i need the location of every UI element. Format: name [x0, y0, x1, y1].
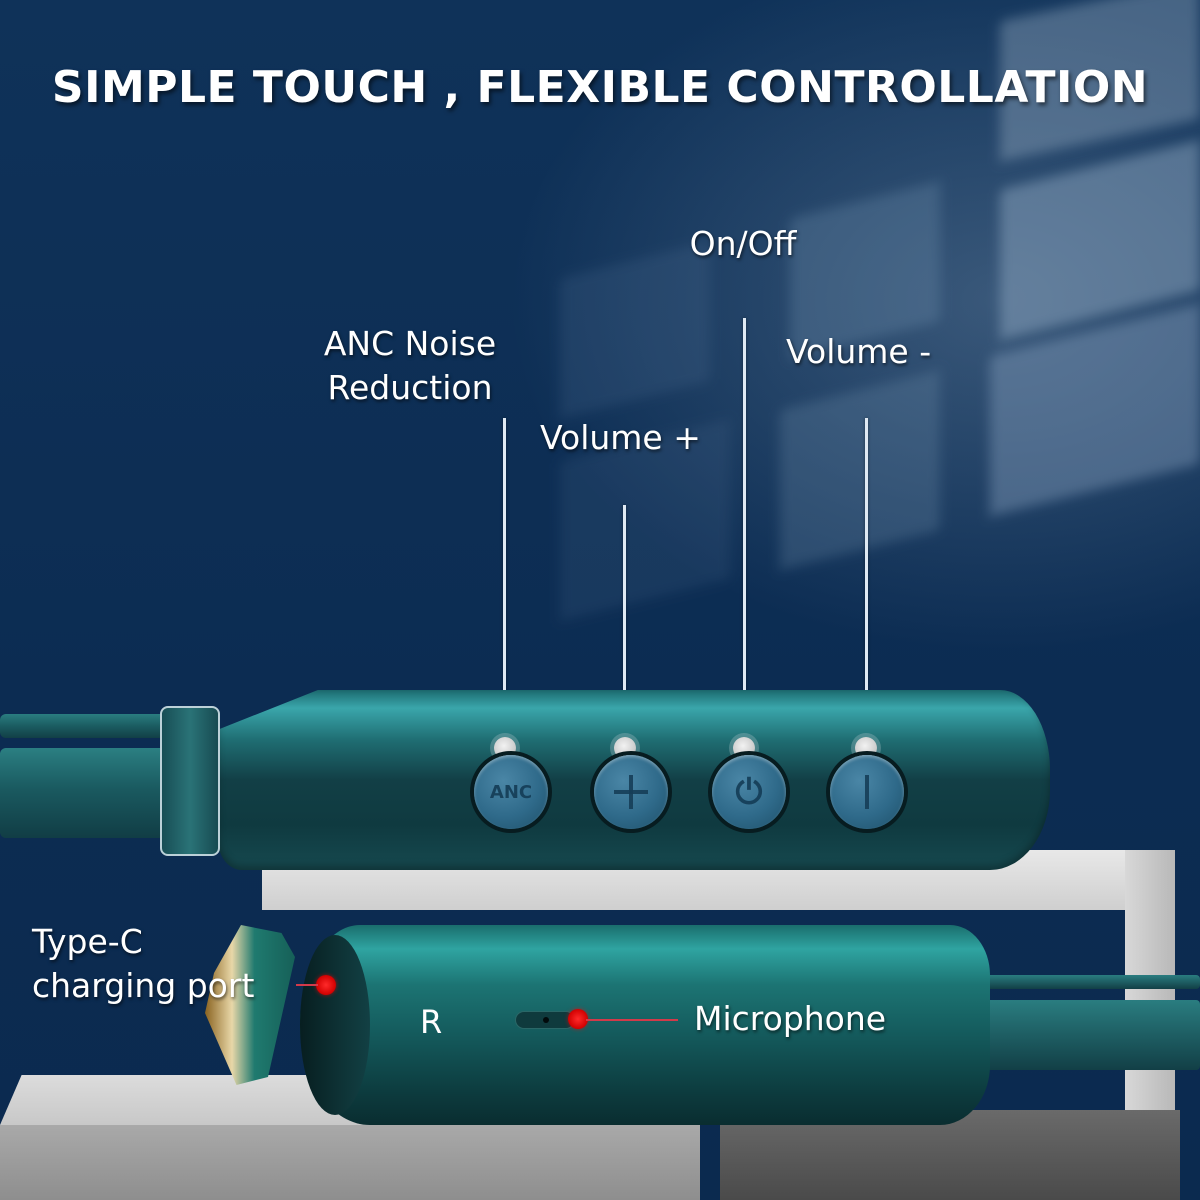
earpiece-end-cap — [300, 935, 370, 1115]
power-button[interactable]: ⏻ — [712, 755, 786, 829]
type-c-marker-dot — [316, 975, 336, 995]
anc-button[interactable]: ANC — [474, 755, 548, 829]
callout-anc: ANC Noise Reduction — [300, 322, 520, 410]
page-title: SIMPLE TOUCH , FLEXIBLE CONTROLLATION — [51, 62, 1149, 113]
minus-icon — [865, 775, 869, 809]
volume-down-button[interactable] — [830, 755, 904, 829]
callout-volume-down: Volume - — [786, 330, 931, 374]
leader-line-volume-down — [865, 418, 868, 743]
lower-cable — [985, 975, 1200, 989]
anc-button-glyph: ANC — [489, 781, 533, 803]
marble-block-shadow-face — [720, 1110, 1180, 1200]
microphone-marker-dot — [568, 1009, 588, 1029]
callout-anc-line1: ANC Noise — [323, 324, 497, 363]
marble-block-lower-face — [0, 1125, 700, 1200]
callout-microphone: Microphone — [694, 997, 886, 1041]
type-c-leader-line — [296, 984, 318, 986]
callout-volume-up-text: Volume + — [540, 418, 701, 457]
lower-band — [985, 1000, 1200, 1070]
power-icon: ⏻ — [735, 772, 763, 812]
callout-on-off-text: On/Off — [689, 224, 797, 263]
callout-type-c: Type-C charging port — [32, 920, 254, 1008]
leader-line-on-off — [743, 318, 746, 743]
microphone-hole — [543, 1017, 549, 1023]
callout-microphone-text: Microphone — [694, 999, 887, 1038]
callout-on-off: On/Off — [668, 222, 818, 266]
right-side-marker: R — [420, 1003, 443, 1041]
callout-volume-up: Volume + — [540, 416, 701, 460]
leader-line-anc — [503, 418, 506, 743]
callout-volume-down-text: Volume - — [786, 332, 932, 371]
volume-down-indicator-dot — [855, 737, 877, 759]
volume-up-button[interactable] — [594, 755, 668, 829]
cable-clip — [160, 706, 220, 856]
neckband-cable — [0, 714, 180, 738]
plus-icon — [614, 775, 648, 809]
callout-anc-line2: Reduction — [327, 368, 493, 407]
neckband-band — [0, 748, 180, 838]
anc-indicator-dot — [494, 737, 516, 759]
callout-type-c-line1: Type-C — [32, 922, 143, 961]
callout-type-c-line2: charging port — [32, 966, 255, 1005]
volume-up-indicator-dot — [614, 737, 636, 759]
leader-line-volume-up — [623, 505, 626, 743]
earpiece-body — [300, 925, 990, 1125]
microphone-leader-line — [586, 1019, 678, 1021]
power-indicator-dot — [733, 737, 755, 759]
